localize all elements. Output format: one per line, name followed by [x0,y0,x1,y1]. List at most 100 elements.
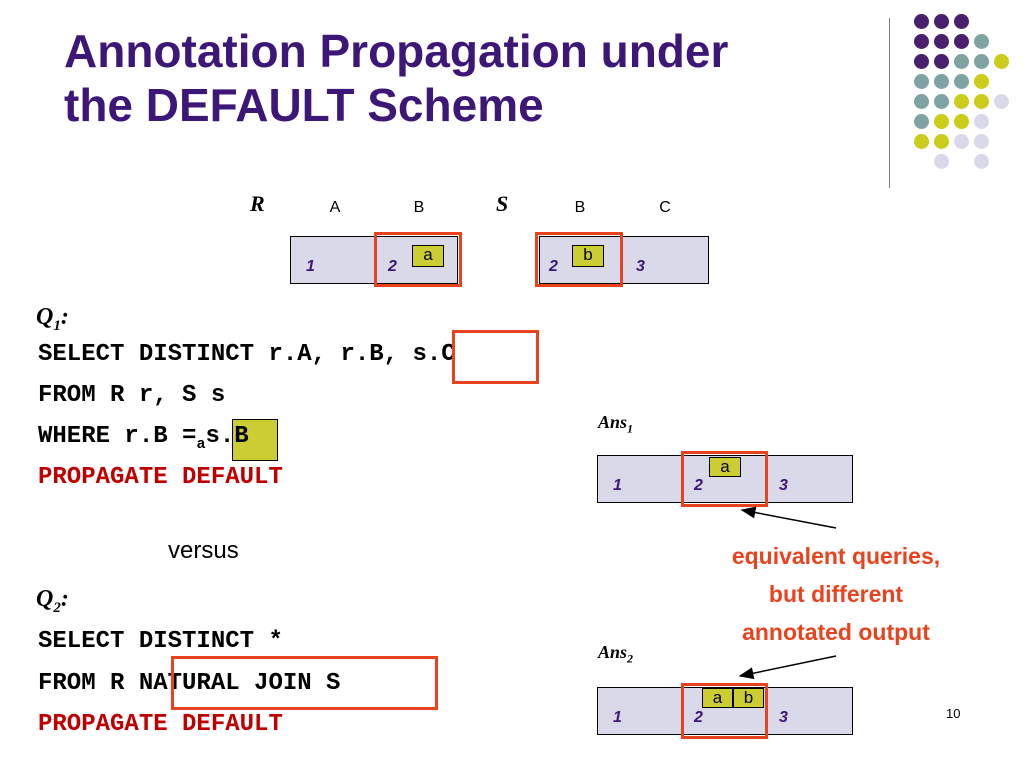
dot [914,114,929,129]
relation-r-col-a: A [329,199,341,216]
q1-select-line: SELECT DISTINCT r.A, r.B, s.C [38,341,456,368]
relation-r-col-b: B [413,199,425,216]
relation-r-value-a: 1 [306,258,315,275]
dot [954,94,969,109]
dot [994,54,1009,69]
q1-select-part3: s.C [398,341,456,368]
ans1-value-c: 3 [779,477,788,494]
highlight-box-s-b [535,232,623,287]
ans1-label-sub: 1 [627,421,634,436]
dot [974,94,989,109]
dot [974,134,989,149]
arrow-to-ans1 [740,506,837,529]
highlight-box-ans1 [681,451,768,507]
highlight-box-q2-join [171,656,438,710]
q2-from-part3: S [311,670,341,697]
dot [974,34,989,49]
versus-text: versus [168,537,239,564]
dot [954,14,969,29]
dot [934,34,949,49]
dot [934,134,949,149]
dot [914,134,929,149]
q1-from-line: FROM R r, S s [38,382,226,409]
q1-label-suffix: : [60,304,69,330]
dot [914,94,929,109]
ans2-label-text: Ans [598,642,628,662]
dot [954,134,969,149]
annotation-b: b [572,245,604,267]
highlight-box-ans2 [681,683,768,739]
relation-r-value-b: 2 [388,258,397,275]
dot [954,34,969,49]
dot [934,94,949,109]
q1-where-eq-sub: a [196,435,206,453]
relation-s-col-c: C [659,199,671,216]
q2-label: Q2: [36,586,69,617]
ans1-annotation-a: a [709,457,741,477]
relation-s-name: S [496,191,509,216]
arrow-to-ans2 [738,655,837,680]
ans1-label: Ans1 [598,412,633,437]
equality-annotation-box [232,419,278,461]
q2-label-suffix: : [60,586,69,612]
ans2-annotation-a: a [702,688,733,708]
dot [914,54,929,69]
annotation-a: a [412,245,444,267]
ans2-value-b: 2 [694,709,703,726]
q1-where-part1: WHERE r.B [38,423,183,450]
q2-propagate-line: PROPAGATE DEFAULT [38,711,283,738]
dot [954,114,969,129]
dot [974,54,989,69]
q2-label-sub: 2 [53,599,61,616]
q1-where-line: WHERE r.B =as.B [38,423,249,453]
note-line-1: equivalent queries, [731,543,941,569]
dot [934,154,949,169]
q2-label-text: Q [36,586,54,612]
dot [934,14,949,29]
relation-r-name: R [250,191,265,216]
dot [914,34,929,49]
ans1-label-text: Ans [598,412,628,432]
dot [954,74,969,89]
q1-label-text: Q [36,304,54,330]
q1-select-part1: SELECT DISTINCT r.A, [38,341,341,368]
dot [934,54,949,69]
slide-title: Annotation Propagation under the DEFAULT… [64,24,864,132]
ans2-value-c: 3 [779,709,788,726]
decorative-dots [0,0,1024,200]
q2-from-line: FROM R NATURAL JOIN S [38,670,340,697]
q2-from-part1: FROM R [38,670,139,697]
title-line-2: the DEFAULT Scheme [64,79,544,131]
note-line-2: but different [768,581,904,607]
dot [934,74,949,89]
relation-s-table [539,236,709,284]
dot [994,94,1009,109]
q2-select-line: SELECT DISTINCT * [38,628,283,655]
dot [974,154,989,169]
relation-s-value-c: 3 [636,258,645,275]
dot [974,74,989,89]
dot [914,74,929,89]
highlight-box-q1-rb [452,330,539,384]
q1-where-part2: s.B [205,423,249,450]
dot [954,54,969,69]
dot [934,114,949,129]
q2-from-join: NATURAL JOIN [138,670,312,697]
ans2-label-sub: 2 [627,651,634,666]
q1-label-sub: 1 [53,317,61,334]
divider-line [889,18,890,188]
page-number: 10 [946,706,961,721]
q1-label: Q1: [36,304,69,335]
title-line-1: Annotation Propagation under [64,25,729,77]
relation-s-value-b: 2 [549,258,558,275]
ans1-value-a: 1 [613,477,622,494]
ans2-label: Ans2 [598,642,633,667]
ans1-value-b: 2 [694,477,703,494]
q1-where-eq: = [182,423,197,450]
dot [974,114,989,129]
q1-select-rb: r.B, [340,341,399,368]
ans2-value-a: 1 [613,709,622,726]
highlight-box-r-b [374,232,462,287]
dot [914,14,929,29]
